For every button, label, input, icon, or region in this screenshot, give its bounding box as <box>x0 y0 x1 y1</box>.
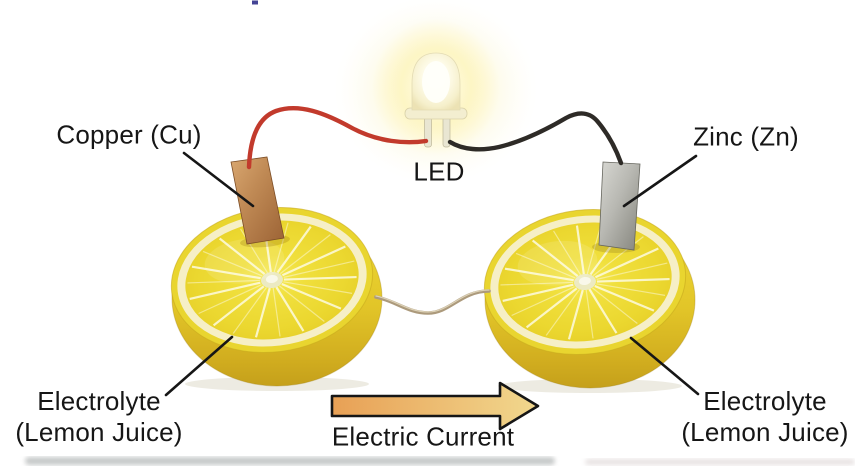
electrolyte-right-line1: Electrolyte <box>703 386 827 416</box>
zinc-label: Zinc (Zn) <box>693 121 799 152</box>
video-edge-artifact-left <box>25 457 555 465</box>
electrolyte-left-pointer-line <box>164 335 234 397</box>
electrolyte-left-line2: (Lemon Juice) <box>15 417 183 447</box>
connecting-wire-highlight <box>375 289 490 313</box>
electrolyte-right-line2: (Lemon Juice) <box>681 417 849 447</box>
electrolyte-right-label: Electrolyte (Lemon Juice) <box>681 386 848 448</box>
black-wire-negative <box>447 111 624 166</box>
zinc-electrode <box>598 161 641 251</box>
red-wire-positive <box>246 106 429 170</box>
led-bulb-icon <box>404 52 468 148</box>
electrolyte-left-label: Electrolyte (Lemon Juice) <box>15 386 182 448</box>
copper-label: Copper (Cu) <box>56 119 202 150</box>
cursor-artifact <box>252 0 258 5</box>
electric-current-arrow-icon <box>330 381 540 431</box>
electrolyte-right-pointer-line <box>629 336 700 396</box>
copper-electrode <box>230 156 285 245</box>
zinc-pointer-line <box>622 154 698 208</box>
electric-current-label: Electric Current <box>331 421 515 452</box>
led-hotspot <box>422 61 450 103</box>
electrolyte-left-line1: Electrolyte <box>37 386 161 416</box>
connecting-wire <box>374 289 491 315</box>
copper-pointer-line <box>182 151 255 208</box>
video-edge-artifact-right <box>585 459 855 465</box>
led-label: LED <box>413 156 465 187</box>
